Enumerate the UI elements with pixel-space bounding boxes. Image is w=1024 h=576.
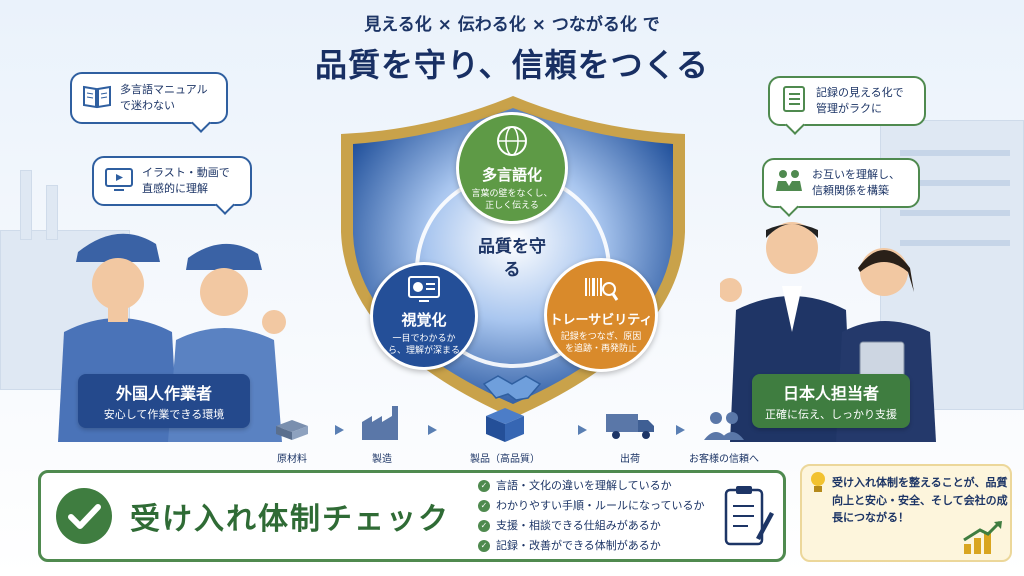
check-item-text: わかりやすい手順・ルールになっているか — [496, 499, 705, 512]
flow-step-customer-trust: お客様の信頼へ — [689, 454, 759, 465]
check-mark-icon: ✓ — [478, 500, 490, 512]
video-monitor-icon — [104, 166, 134, 197]
circle-visualization-title: 視覚化 — [401, 310, 447, 329]
handshake-icon — [482, 370, 542, 408]
check-item-text: 言語・文化の違いを理解しているか — [496, 479, 672, 492]
background-window — [900, 210, 1010, 216]
bubble-text: イラスト・動画で直感的に理解 — [142, 166, 230, 195]
circle-traceability: トレーサビリティ 記録をつなぎ、原因を追跡・再発防止 — [544, 258, 658, 372]
shield-center-label: 品質を守る — [478, 237, 546, 280]
list-item: ✓ 支援・相談できる仕組みがあるか — [478, 516, 704, 536]
background-chimney — [46, 185, 58, 240]
barcode-magnifier-icon — [583, 275, 619, 307]
acceptance-check-panel — [38, 470, 786, 562]
bubble-illustration-video: イラスト・動画で直感的に理解 — [92, 156, 252, 206]
circle-traceability-desc: 記録をつなぎ、原因を追跡・再発防止 — [560, 331, 642, 354]
flow-arrow — [676, 425, 685, 435]
flow-step-shipping: 出荷 — [620, 454, 640, 465]
flow-step-raw-material: 原材料 — [277, 454, 307, 465]
bubble-multilingual-manual: 多言語マニュアルで迷わない — [70, 72, 228, 124]
growth-chart-icon — [960, 520, 1004, 560]
globe-icon — [495, 124, 529, 162]
check-item-text: 支援・相談できる仕組みがあるか — [496, 519, 661, 532]
flow-arrow — [428, 425, 437, 435]
role-foreign-workers: 外国人作業者 安心して作業できる環境 — [78, 374, 250, 428]
check-panel-title: 受け入れ体制チェック — [130, 502, 450, 537]
presentation-chart-icon — [407, 275, 441, 307]
lightbulb-icon — [808, 470, 828, 500]
check-mark-icon: ✓ — [478, 540, 490, 552]
factory-icon — [360, 404, 404, 444]
page-title: 品質を守り、信頼をつくる — [314, 46, 710, 84]
circle-traceability-title: トレーサビリティ — [549, 312, 653, 328]
flow-step-product: 製品（高品質） — [470, 454, 540, 465]
bubble-mutual-trust: お互いを理解し、信頼関係を構築 — [762, 158, 920, 208]
list-item: ✓ 記録・改善ができる体制があるか — [478, 536, 704, 556]
product-box-icon — [482, 406, 528, 446]
bubble-text: 記録の見える化で管理がラクに — [816, 86, 904, 115]
handshake-people-icon — [774, 167, 804, 200]
role-japanese-staff: 日本人担当者 正確に伝え、しっかり支援 — [752, 374, 910, 428]
background-window — [900, 150, 1010, 156]
list-item: ✓ わかりやすい手順・ルールになっているか — [478, 496, 704, 516]
flow-arrow — [578, 425, 587, 435]
circle-visualization-desc: 一目でわかるから、理解が深まる — [387, 333, 460, 356]
check-list: ✓ 言語・文化の違いを理解しているか ✓ わかりやすい手順・ルールになっているか ✓… — [478, 476, 704, 556]
list-item: ✓ 言語・文化の違いを理解しているか — [478, 476, 704, 496]
bubble-text: お互いを理解し、信頼関係を構築 — [812, 168, 900, 197]
check-mark-icon: ✓ — [478, 520, 490, 532]
circle-multilingual-desc: 言葉の壁をなくし、正しく伝える — [471, 188, 553, 211]
flow-step-manufacturing: 製造 — [372, 454, 392, 465]
role-japanese-desc: 正確に伝え、しっかり支援 — [765, 408, 897, 421]
check-mark-icon: ✓ — [478, 480, 490, 492]
role-foreign-title: 外国人作業者 — [115, 384, 212, 403]
bubble-records-visual: 記録の見える化で管理がラクに — [768, 76, 926, 126]
background-window — [900, 180, 1010, 186]
circle-multilingual-title: 多言語化 — [481, 165, 542, 184]
tip-panel — [800, 464, 1012, 562]
background-window — [900, 240, 1010, 246]
open-book-icon — [82, 83, 112, 114]
check-circle-icon — [54, 486, 114, 550]
background-chimney — [20, 170, 32, 240]
tip-text: 受け入れ体制を整えることが、品質向上と安心・安全、そして会社の成長につながる！ — [832, 476, 1008, 525]
check-item-text: 記録・改善ができる体制があるか — [496, 539, 661, 552]
circle-multilingual: 多言語化 言葉の壁をなくし、正しく伝える — [456, 112, 568, 224]
clipboard-pen-icon — [722, 482, 774, 552]
header-subtitle: 見える化 × 伝わる化 × つながる化 で — [364, 15, 660, 35]
raw-material-icon — [272, 410, 312, 444]
role-foreign-desc: 安心して作業できる環境 — [103, 408, 225, 421]
role-japanese-title: 日本人担当者 — [782, 384, 879, 403]
checklist-icon — [780, 85, 808, 118]
bubble-text: 多言語マニュアルで迷わない — [120, 83, 208, 112]
circle-visualization: 視覚化 一目でわかるから、理解が深まる — [370, 262, 478, 370]
customers-icon — [702, 410, 746, 444]
flow-arrow — [335, 425, 344, 435]
delivery-truck-icon — [604, 410, 656, 444]
